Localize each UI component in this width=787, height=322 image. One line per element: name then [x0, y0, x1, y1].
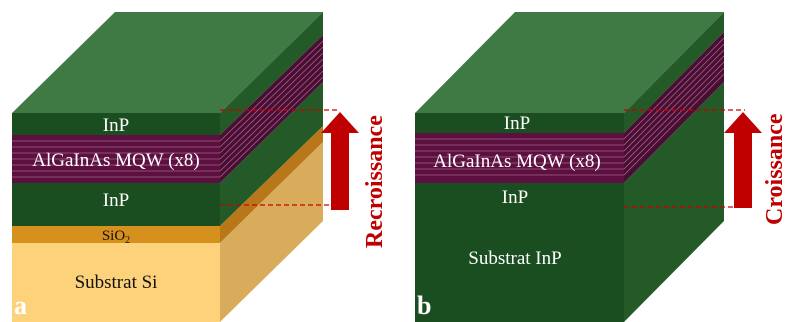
sio2-subscript: 2	[125, 235, 130, 246]
panel-b-arrow-label: Croissance	[762, 113, 787, 225]
panel-b-side-inp-top	[624, 12, 724, 133]
panel-b-side-substrate	[624, 82, 724, 322]
panel-a-arrow	[321, 112, 359, 210]
panel-a-label-mqw: AlGaInAs MQW (x8)	[32, 150, 199, 171]
panel-b-label-top-inp: InP	[504, 113, 530, 134]
panel-b-front-mqw-lines	[415, 138, 624, 176]
panel-a-front-inp-bottom	[12, 183, 220, 226]
panel-a-label-substrate: Substrat Si	[75, 272, 158, 293]
panel-b: InP AlGaInAs MQW (x8) InP Substrat InP b…	[415, 12, 787, 322]
panel-b-label-substrate: Substrat InP	[468, 248, 561, 269]
panel-a: InP AlGaInAs MQW (x8) InP SiO2 Substrat …	[12, 12, 388, 322]
sio2-text: SiO	[102, 228, 126, 244]
panel-b-arrow	[724, 112, 762, 208]
panel-a-front-si	[12, 243, 220, 322]
panel-b-front-substrate	[415, 183, 624, 322]
panel-a-side-inp-bottom	[220, 82, 323, 226]
panel-b-top-face	[415, 12, 724, 113]
panel-a-label-bottom-inp: InP	[103, 190, 129, 211]
panel-a-arrow-label: Recroissance	[362, 115, 388, 248]
panel-a-top-face	[12, 12, 323, 113]
panel-a-letter: a	[14, 291, 27, 320]
panel-a-label-top-inp: InP	[103, 115, 129, 136]
panel-a-side-si	[220, 142, 323, 322]
panel-b-side-mqw-lines	[623, 37, 725, 176]
panel-b-letter: b	[417, 291, 431, 320]
panel-b-label-bottom-inp: InP	[502, 187, 528, 208]
panel-b-front-inp-top	[415, 113, 624, 133]
panel-a-front-sio2	[12, 226, 220, 243]
panel-a-side-mqw-lines	[219, 40, 324, 178]
panel-a-side-inp-top	[220, 12, 323, 135]
panel-b-label-mqw: AlGaInAs MQW (x8)	[433, 151, 600, 172]
panel-a-label-sio2: SiO2	[102, 228, 130, 246]
panel-a-front-mqw-lines	[12, 140, 220, 178]
panel-a-front-inp-top	[12, 113, 220, 135]
panel-a-side-sio2	[220, 126, 323, 243]
